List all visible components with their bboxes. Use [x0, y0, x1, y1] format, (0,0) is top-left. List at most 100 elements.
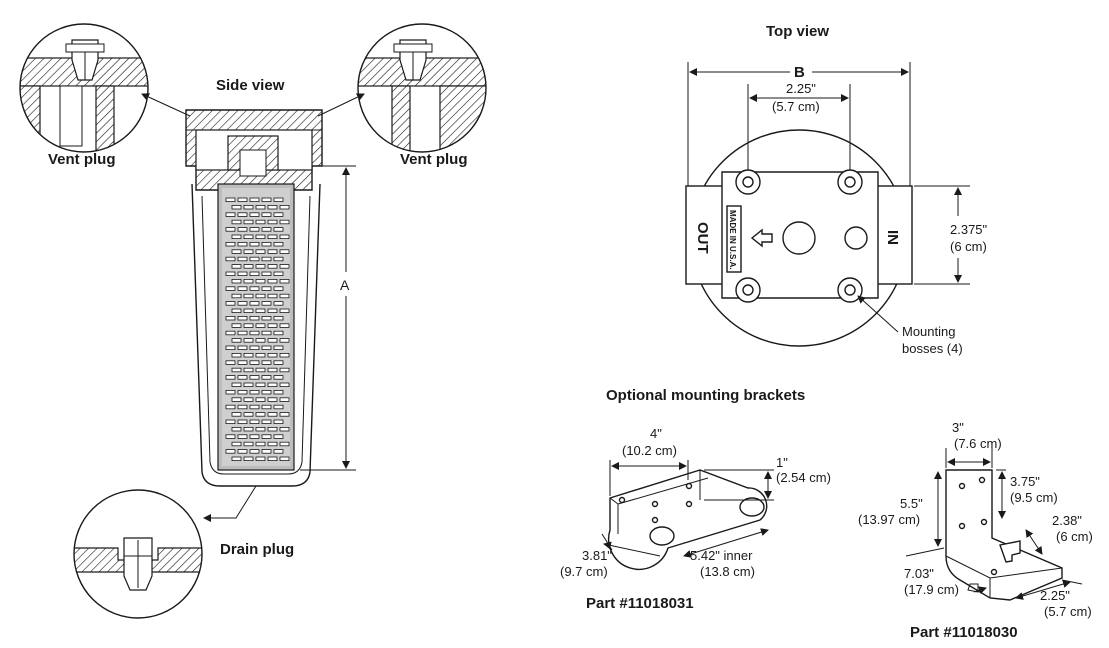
cartridge-slot [249, 315, 260, 321]
cartridge-slot [237, 241, 248, 247]
cartridge-slot [225, 197, 236, 202]
cartridge-slot [255, 352, 266, 358]
cartridge-slot [273, 271, 284, 276]
cartridge-slot [237, 419, 248, 424]
cartridge-slot [249, 345, 260, 350]
cartridge-slot [225, 212, 236, 217]
cartridge-slot [231, 352, 242, 358]
cartridge-slot [237, 375, 248, 380]
cartridge-slot [237, 197, 248, 202]
cartridge-slot [255, 323, 266, 328]
cartridge-slot [231, 412, 242, 417]
brackets-title: Optional mounting brackets [606, 387, 805, 404]
b2-notch-cm: (6 cm) [1056, 529, 1093, 544]
cartridge-slot [273, 404, 284, 410]
cartridge-slot [255, 456, 266, 461]
cartridge-slot [243, 367, 254, 373]
b1-inner-cm: (13.8 cm) [700, 564, 755, 579]
cartridge-slot [279, 382, 290, 387]
cartridge-slot [255, 338, 266, 343]
cartridge-slot [267, 308, 278, 313]
bracket-11018031: 4" (10.2 cm) 1" (2.54 cm) 3.81" (9.7 cm)… [560, 426, 831, 612]
cartridge-slot [237, 286, 248, 291]
cartridge-slot [237, 315, 248, 321]
cartridge-slot [225, 315, 236, 321]
b2-height-in: 5.5" [900, 496, 923, 511]
height-cm: (6 cm) [950, 239, 987, 254]
cartridge-slots [225, 197, 290, 461]
cartridge-slot [273, 256, 284, 262]
cartridge-slot [261, 256, 272, 262]
cartridge-slot [261, 345, 272, 350]
vent-plug-right-detail [357, 23, 487, 153]
cartridge-slot [261, 419, 272, 424]
cartridge-slot [267, 293, 278, 299]
cartridge-slot [267, 441, 278, 447]
cartridge-slot [261, 212, 272, 217]
cartridge-slot [255, 264, 266, 269]
b1-width-cm: (10.2 cm) [622, 443, 677, 458]
cartridge-slot [267, 412, 278, 417]
cartridge-slot [279, 338, 290, 343]
drain-plug-leader [203, 485, 257, 522]
dim-a-label: A [340, 277, 350, 293]
cartridge-slot [225, 404, 236, 410]
cartridge-slot [261, 330, 272, 336]
side-view: A Side view [19, 23, 487, 619]
b2-part-number: Part #11018030 [910, 624, 1018, 641]
cartridge-slot [231, 323, 242, 328]
b2-edge-in: 2.25" [1040, 588, 1070, 603]
cartridge-slot [237, 227, 248, 232]
cartridge-slot [243, 426, 254, 432]
cartridge-slot [231, 234, 242, 239]
cartridge-slot [249, 271, 260, 276]
cartridge-slot [249, 434, 260, 439]
cartridge-slot [249, 227, 260, 232]
cartridge-slot [231, 382, 242, 387]
cartridge-slot [237, 330, 248, 336]
cartridge-slot [237, 404, 248, 410]
dim-b-label: B [794, 64, 805, 81]
port-in-label: IN [884, 230, 901, 245]
cartridge-slot [243, 456, 254, 461]
cartridge-slot [225, 330, 236, 336]
cartridge-slot [225, 301, 236, 306]
cartridge-slot [279, 264, 290, 269]
cartridge-slot [261, 375, 272, 380]
cartridge-slot [237, 434, 248, 439]
cartridge-slot [231, 308, 242, 313]
mounting-bosses-label-2: bosses (4) [902, 341, 963, 356]
b2-top-in: 3" [952, 420, 964, 435]
cartridge-slot [273, 315, 284, 321]
cartridge-slot [225, 241, 236, 247]
cartridge-slot [249, 375, 260, 380]
cartridge-slot [273, 449, 284, 454]
cartridge-slot [249, 212, 260, 217]
cartridge-slot [237, 449, 248, 454]
cartridge-slot [243, 234, 254, 239]
cartridge-slot [261, 434, 272, 439]
b2-top-cm: (7.6 cm) [954, 436, 1002, 451]
cartridge-slot [231, 293, 242, 299]
cartridge-slot [225, 360, 236, 365]
cartridge-slot [249, 389, 260, 395]
cartridge-slot [255, 293, 266, 299]
cartridge-slot [231, 367, 242, 373]
drain-plug-detail [73, 489, 203, 619]
cartridge-slot [261, 315, 272, 321]
cartridge-slot [279, 204, 290, 210]
cartridge-slot [273, 434, 284, 439]
spacing-cm: (5.7 cm) [772, 99, 820, 114]
b2-hole-cm: (9.5 cm) [1010, 490, 1058, 505]
mounting-bosses [735, 169, 863, 303]
cartridge-slot [243, 338, 254, 343]
cartridge-slot [273, 419, 284, 424]
cartridge-slot [249, 419, 260, 424]
b2-hole-in: 3.75" [1010, 474, 1040, 489]
cartridge-slot [261, 286, 272, 291]
filter-cartridge [217, 183, 295, 471]
cartridge-slot [279, 234, 290, 239]
b2-height-cm: (13.97 cm) [858, 512, 920, 527]
cartridge-slot [261, 271, 272, 276]
cartridge-slot [273, 375, 284, 380]
